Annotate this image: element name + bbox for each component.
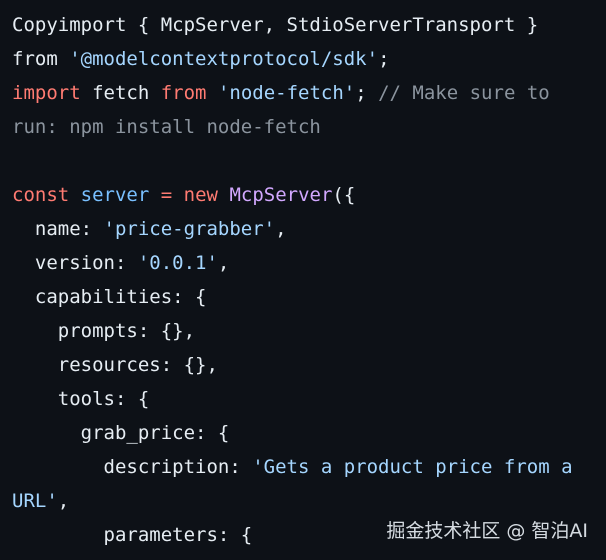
code-keyword: new xyxy=(183,184,218,206)
code-text: resources: {}, xyxy=(12,354,218,376)
code-keyword: from xyxy=(160,82,207,104)
code-line-13: grab_price: { xyxy=(12,416,606,450)
code-keyword: import xyxy=(12,82,81,104)
code-text: version: xyxy=(12,252,138,274)
code-line-5 xyxy=(12,144,606,178)
code-comment: // Make sure to xyxy=(378,82,550,104)
code-text: prompts: {}, xyxy=(12,320,196,342)
code-line-7: name: 'price-grabber', xyxy=(12,212,606,246)
code-text: fetch xyxy=(80,82,161,104)
code-text: capabilities: { xyxy=(12,286,207,308)
code-comment: run: npm install node-fetch xyxy=(12,116,321,138)
code-function: McpServer xyxy=(229,184,333,206)
code-text xyxy=(218,184,229,206)
code-text: ({ xyxy=(332,184,356,206)
code-text: , xyxy=(275,218,287,240)
code-line-9: capabilities: { xyxy=(12,280,606,314)
code-text xyxy=(69,184,80,206)
code-string: URL' xyxy=(12,490,58,512)
code-variable: server xyxy=(80,184,150,206)
code-line-8: version: '0.0.1', xyxy=(12,246,606,280)
code-string: 'node-fetch' xyxy=(217,82,356,104)
code-line-1: Copyimport { McpServer, StdioServerTrans… xyxy=(12,8,606,42)
code-keyword: const xyxy=(12,184,70,206)
code-text: description: xyxy=(12,456,253,478)
code-text xyxy=(206,82,217,104)
code-text: Copyimport { McpServer, StdioServerTrans… xyxy=(12,14,539,36)
code-line-11: resources: {}, xyxy=(12,348,606,382)
code-line-4: run: npm install node-fetch xyxy=(12,110,606,144)
code-line-2: from '@modelcontextprotocol/sdk'; xyxy=(12,42,606,76)
code-string: 'price-grabber' xyxy=(103,218,276,240)
code-text: , xyxy=(217,252,230,274)
code-string: '@modelcontextprotocol/sdk' xyxy=(69,48,379,70)
code-text: parameters: { xyxy=(12,524,253,546)
code-text: tools: { xyxy=(12,388,150,410)
code-line-15: URL', xyxy=(12,484,606,518)
code-string: '0.0.1' xyxy=(137,252,218,274)
code-text: grab_price: { xyxy=(12,422,230,444)
code-string: 'Gets a product price from a xyxy=(252,456,573,478)
code-text: from xyxy=(12,48,70,70)
code-text: , xyxy=(57,490,70,512)
code-text: ; xyxy=(355,82,379,104)
code-text: ; xyxy=(378,48,390,70)
code-line-16: parameters: { xyxy=(12,518,606,552)
code-text xyxy=(149,184,160,206)
code-text xyxy=(172,184,183,206)
code-line-6: const server = new McpServer({ xyxy=(12,178,606,212)
code-text: name: xyxy=(12,218,104,240)
code-line-12: tools: { xyxy=(12,382,606,416)
watermark: 掘金技术社区 @ 智泊AI xyxy=(386,520,588,542)
code-line-14: description: 'Gets a product price from … xyxy=(12,450,606,484)
code-line-10: prompts: {}, xyxy=(12,314,606,348)
code-line-3: import fetch from 'node-fetch'; // Make … xyxy=(12,76,606,110)
code-operator: = xyxy=(160,184,173,206)
